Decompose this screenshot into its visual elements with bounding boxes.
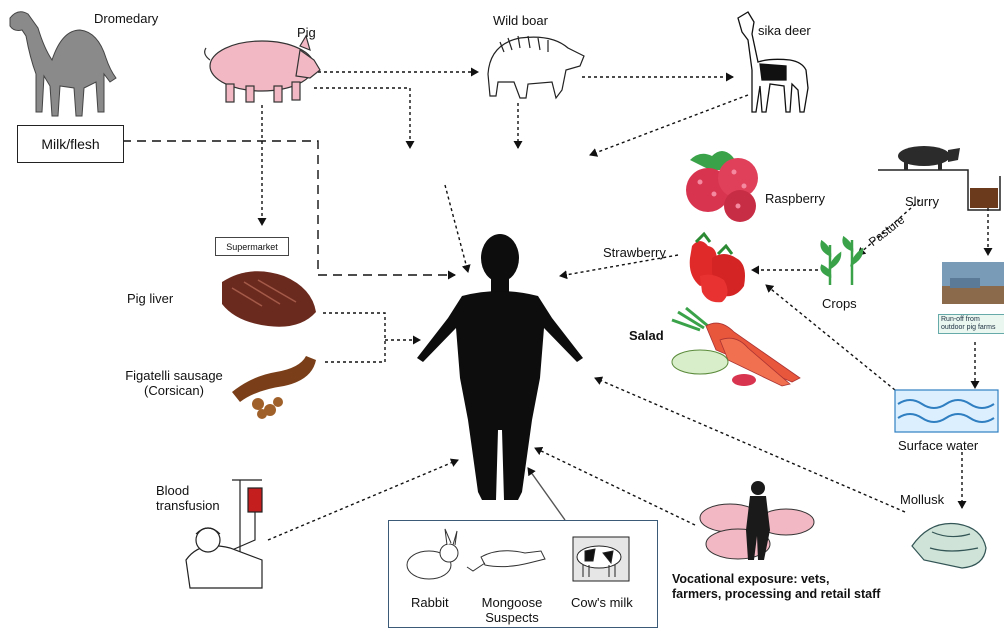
label-salad: Salad <box>629 328 664 343</box>
label-mollusk: Mollusk <box>900 492 944 507</box>
label-vocational: Vocational exposure: vets, farmers, proc… <box>672 572 880 602</box>
label-crops: Crops <box>822 296 857 311</box>
label-figatelli-line2: (Corsican) <box>112 383 236 398</box>
label-blood-transfusion: Blood transfusion <box>156 483 220 513</box>
label-vocational-line1: Vocational exposure: vets, <box>672 572 880 587</box>
label-figatelli: Figatelli sausage (Corsican) <box>112 368 236 398</box>
milk-flesh-box: Milk/flesh <box>17 125 124 163</box>
label-dromedary: Dromedary <box>94 11 158 26</box>
label-slurry: Slurry <box>905 194 939 209</box>
runoff-line2: outdoor pig farms <box>941 324 1003 332</box>
label-rabbit: Rabbit <box>411 595 449 610</box>
runoff-label-box: Run-off from outdoor pig farms <box>938 314 1004 334</box>
label-sika-deer: sika deer <box>758 23 811 38</box>
label-suspects: Suspects <box>473 610 551 625</box>
label-cows-milk: Cow's milk <box>571 595 633 610</box>
label-pig-liver: Pig liver <box>127 291 173 306</box>
label-pig: Pig <box>297 25 316 40</box>
supermarket-box: Supermarket <box>215 237 289 256</box>
label-mongoose-suspects: Mongoose Suspects <box>473 595 551 625</box>
runoff-line1: Run-off from <box>941 316 1003 324</box>
label-blood-line1: Blood <box>156 483 220 498</box>
label-wild-boar: Wild boar <box>493 13 548 28</box>
cow-icon <box>573 537 629 581</box>
label-mongoose: Mongoose <box>473 595 551 610</box>
label-blood-line2: transfusion <box>156 498 220 513</box>
mongoose-icon <box>467 551 545 571</box>
label-surface-water: Surface water <box>898 438 978 453</box>
label-figatelli-line1: Figatelli sausage <box>112 368 236 383</box>
suspects-box: Rabbit Mongoose Suspects Cow's milk <box>388 520 658 628</box>
label-strawberry: Strawberry <box>603 245 666 260</box>
rabbit-icon <box>407 529 458 579</box>
label-raspberry: Raspberry <box>765 191 825 206</box>
label-vocational-line2: farmers, processing and retail staff <box>672 587 880 602</box>
